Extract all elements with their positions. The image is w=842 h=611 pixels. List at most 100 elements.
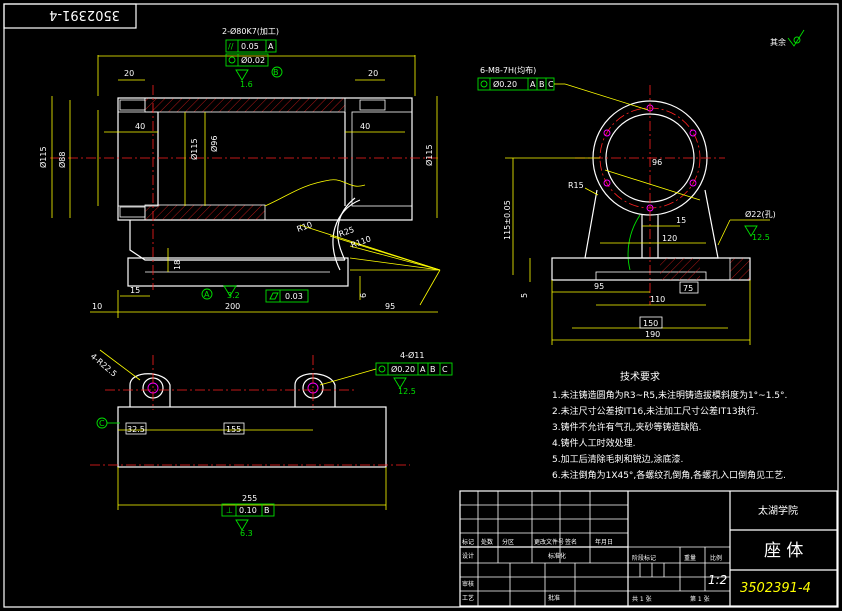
top-datum-a: A xyxy=(420,365,426,374)
dim-40-right: 40 xyxy=(360,122,370,131)
dim-200: 200 xyxy=(225,302,240,311)
side-ra: 12.5 xyxy=(752,233,770,242)
top-dim-32-5: 32.5 xyxy=(127,425,145,434)
top-radius-callout: 4-R22.5 xyxy=(89,352,119,379)
row-label-zone: 分区 xyxy=(502,538,514,546)
front-body xyxy=(117,97,413,221)
label-standard: 标准化 xyxy=(548,552,566,560)
note-6: 6.未注倒角为1X45°,各螺纹孔倒角,各螺孔入口倒角见工艺. xyxy=(552,469,786,481)
dim-18: 18 xyxy=(173,260,182,270)
label-weight: 重量 xyxy=(684,554,696,562)
top-datum-c-label: C xyxy=(99,419,105,428)
top-datum-c: C xyxy=(442,365,448,374)
hole-callout: 2-Ø80K7(加工) xyxy=(222,26,279,36)
label-approve: 批准 xyxy=(548,594,560,602)
parallel-tol-value: 0.05 xyxy=(241,42,259,51)
note-2: 2.未注尺寸公差按IT16,未注加工尺寸公差IT13执行. xyxy=(552,405,759,417)
top-ra-holes: 12.5 xyxy=(398,387,416,396)
flatness-tol-value: 0.03 xyxy=(285,292,303,301)
dim-20-right: 20 xyxy=(368,69,378,78)
stamp-code: 3502391-4 xyxy=(49,7,120,22)
dim-r25: R25 xyxy=(338,225,356,239)
dim-phi115-left: Ø115 xyxy=(38,146,48,168)
dim-95: 95 xyxy=(385,302,395,311)
top-view: 4-R22.5 4-Ø11 Ø0.20 A B C 12.5 C 32.5 15… xyxy=(89,349,453,538)
top-datum-b: B xyxy=(430,365,436,374)
sheet-no: 第 1 张 xyxy=(690,595,710,603)
perp-tol-datum: B xyxy=(264,506,270,515)
right-slot-top xyxy=(359,99,386,111)
top-ra-bottom: 6.3 xyxy=(240,529,253,538)
flatness-tol-frame xyxy=(265,289,309,303)
drawing-no: 3502391-4 xyxy=(740,581,811,596)
note-3: 3.铸件不允许有气孔,夹砂等铸造缺陷. xyxy=(552,421,701,433)
left-slot-bottom xyxy=(119,206,146,218)
side-dim-15: 15 xyxy=(676,216,686,225)
side-dim-height: 115±0.05 xyxy=(503,200,512,240)
parallel-tol-datum: A xyxy=(268,42,274,51)
side-view: 6-M8-7H(均布) Ø0.20 A B C 96 R15 115±0.05 … xyxy=(477,65,776,345)
roughness-circle-icon xyxy=(793,36,801,44)
front-bottom-wall xyxy=(144,204,266,221)
dim-6: 6 xyxy=(359,293,368,298)
label-review: 审核 xyxy=(462,580,474,588)
top-holes-callout: 4-Ø11 xyxy=(400,350,424,360)
ra-bottom: 3.2 xyxy=(227,291,240,300)
top-dim-155: 155 xyxy=(226,425,241,434)
side-dim-95: 95 xyxy=(594,282,604,291)
ra-top: 1.6 xyxy=(240,80,253,89)
side-datum-a: A xyxy=(530,80,536,89)
outer-frame xyxy=(3,3,839,608)
roughness-other-label: 其余 xyxy=(770,37,786,47)
row-label-sign: 签名 xyxy=(565,538,577,546)
dim-phi115-mid: Ø115 xyxy=(189,138,199,160)
dim-20-left: 20 xyxy=(124,69,134,78)
note-1: 1.未注铸造圆角为R3~R5,未注明铸造拔模斜度为1°~1.5°. xyxy=(552,389,787,401)
position-tol-side: Ø0.20 xyxy=(493,79,517,89)
side-dim-110: 110 xyxy=(650,295,665,304)
concentric-tol-value: Ø0.02 xyxy=(241,55,265,65)
side-dim-190: 190 xyxy=(645,330,660,339)
label-design: 设计 xyxy=(462,552,474,560)
row-label-mark: 标记 xyxy=(462,538,474,546)
svg-text:⊥: ⊥ xyxy=(226,506,233,515)
left-slot-top xyxy=(119,99,146,111)
top-body xyxy=(117,406,387,468)
thread-callout: 6-M8-7H(均布) xyxy=(480,65,536,75)
perp-tol-value: 0.10 xyxy=(239,506,257,515)
side-dim-5: 5 xyxy=(520,293,529,298)
front-top-wall xyxy=(144,97,346,113)
side-dim-75: 75 xyxy=(683,284,693,293)
front-base xyxy=(127,257,349,287)
top-dim-255: 255 xyxy=(242,494,257,503)
dim-r10: R10 xyxy=(296,220,314,234)
dim-phi96: Ø96 xyxy=(209,136,219,152)
side-dim-r15: R15 xyxy=(568,181,584,190)
perp-tol-frame xyxy=(221,503,275,517)
row-label-count: 处数 xyxy=(481,538,493,546)
stamp-box xyxy=(3,3,137,29)
top-position-tol: Ø0.20 xyxy=(391,364,415,374)
datum-a-circle xyxy=(201,288,213,300)
datum-a-label: A xyxy=(204,290,210,299)
dim-phi115-right: Ø115 xyxy=(424,144,434,166)
row-label-date: 年月日 xyxy=(595,538,613,546)
dim-10: 10 xyxy=(92,302,102,311)
parallel-tol-frame xyxy=(225,39,277,53)
concentric-tol-frame xyxy=(225,53,269,67)
side-datum-c: C xyxy=(548,80,554,89)
note-5: 5.加工后清除毛刺和锐边,涂底漆. xyxy=(552,453,683,465)
label-stage: 阶段标记 xyxy=(632,554,656,562)
right-bore xyxy=(351,111,413,207)
datum-b-circle xyxy=(271,66,283,78)
side-datum-b: B xyxy=(539,80,545,89)
side-dim-150: 150 xyxy=(643,319,658,328)
school-name: 太湖学院 xyxy=(758,504,798,517)
side-dim-120: 120 xyxy=(662,234,677,243)
side-dim-96: 96 xyxy=(652,158,662,167)
label-process: 工艺 xyxy=(462,594,474,602)
dim-15: 15 xyxy=(130,286,140,295)
notes-heading: 技术要求 xyxy=(620,370,660,383)
label-scale: 比例 xyxy=(710,554,722,562)
